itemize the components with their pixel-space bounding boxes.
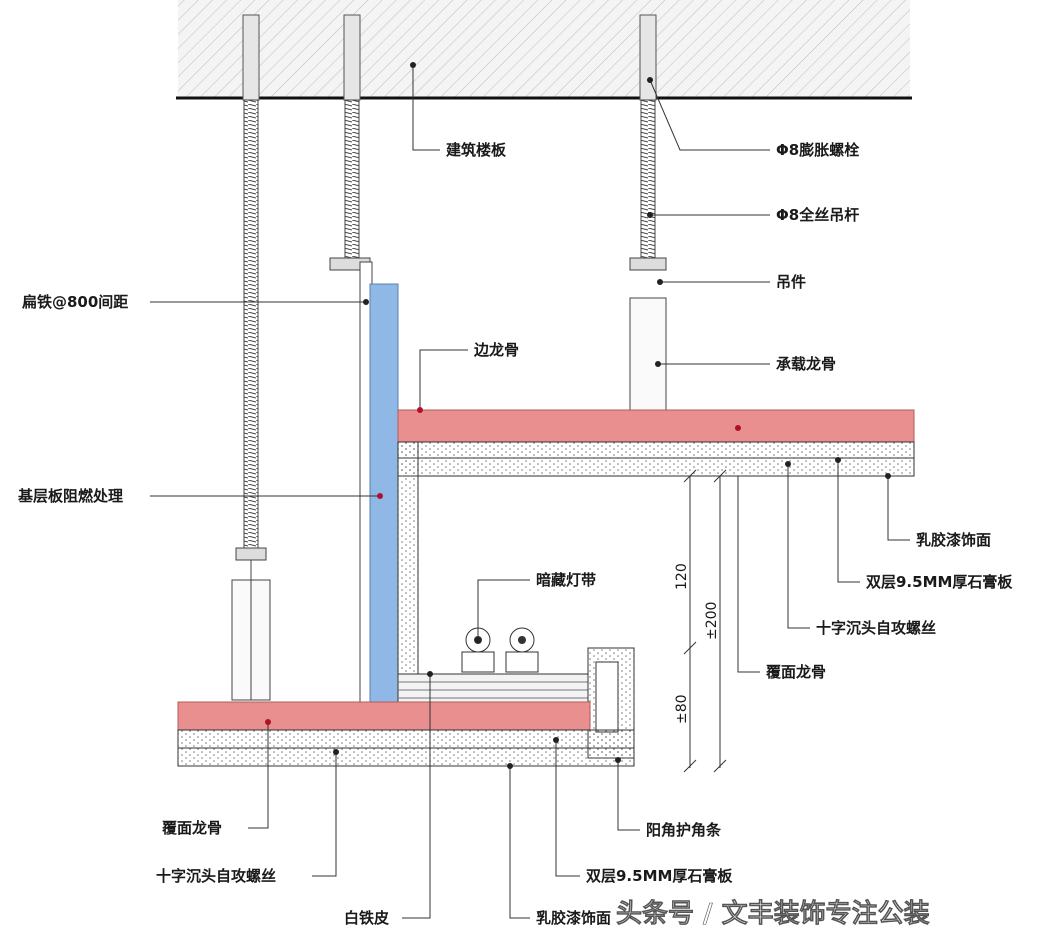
floor-slab: [176, 0, 912, 100]
label-cover-keel-left: 覆面龙骨: [162, 819, 222, 837]
hanger-rod-left: [231, 14, 271, 701]
label-latex-paint-upper: 乳胶漆饰面: [916, 531, 991, 549]
label-main-keel: 承载龙骨: [776, 355, 836, 373]
label-screw-lower: 十字沉头自攻螺丝: [156, 867, 276, 885]
label-screw-upper: 十字沉头自攻螺丝: [816, 619, 936, 637]
label-edge-keel: 边龙骨: [473, 341, 519, 359]
label-latex-paint-lower: 乳胶漆饰面: [536, 909, 611, 927]
label-flat-iron: 扁铁@800间距: [22, 293, 128, 311]
lower-cover-keel: [177, 701, 591, 731]
label-floor-slab: 建筑楼板: [446, 141, 507, 159]
label-expansion-bolt: Φ8膨胀螺栓: [776, 141, 859, 159]
leader-lines: [150, 65, 910, 919]
dim-200: ±200: [704, 602, 720, 640]
hanger-rod-middle: [329, 14, 373, 703]
lower-gypsum-board: [177, 729, 635, 767]
label-fireproof-board: 基层板阻燃处理: [17, 487, 123, 505]
label-corner-guard: 阳角护角条: [646, 821, 722, 839]
leader-dots: [265, 62, 891, 769]
fireproof-base-board: [369, 283, 399, 705]
label-gypsum-lower: 双层9.5MM厚石膏板: [586, 867, 733, 885]
watermark: 头条号 / 文丰装饰专注公装: [616, 898, 930, 929]
upper-main-keel: [397, 409, 915, 443]
label-hanger-clip: 吊件: [776, 273, 806, 291]
hidden-light-fixtures: [461, 627, 539, 673]
dim-80: ±80: [674, 694, 690, 724]
dim-120: 120: [674, 563, 690, 590]
hanger-rod-right: [629, 14, 667, 414]
upper-gypsum-board: [397, 441, 915, 477]
label-gypsum-upper: 双层9.5MM厚石膏板: [866, 573, 1013, 591]
label-hidden-light: 暗藏灯带: [536, 571, 596, 589]
label-hanger-rod: Φ8全丝吊杆: [776, 206, 859, 224]
label-cover-keel-right: 覆面龙骨: [766, 663, 826, 681]
vertical-gypsum-drop: [397, 441, 914, 677]
label-tin-sheet: 白铁皮: [344, 909, 389, 927]
dimension-lines: [683, 469, 727, 773]
